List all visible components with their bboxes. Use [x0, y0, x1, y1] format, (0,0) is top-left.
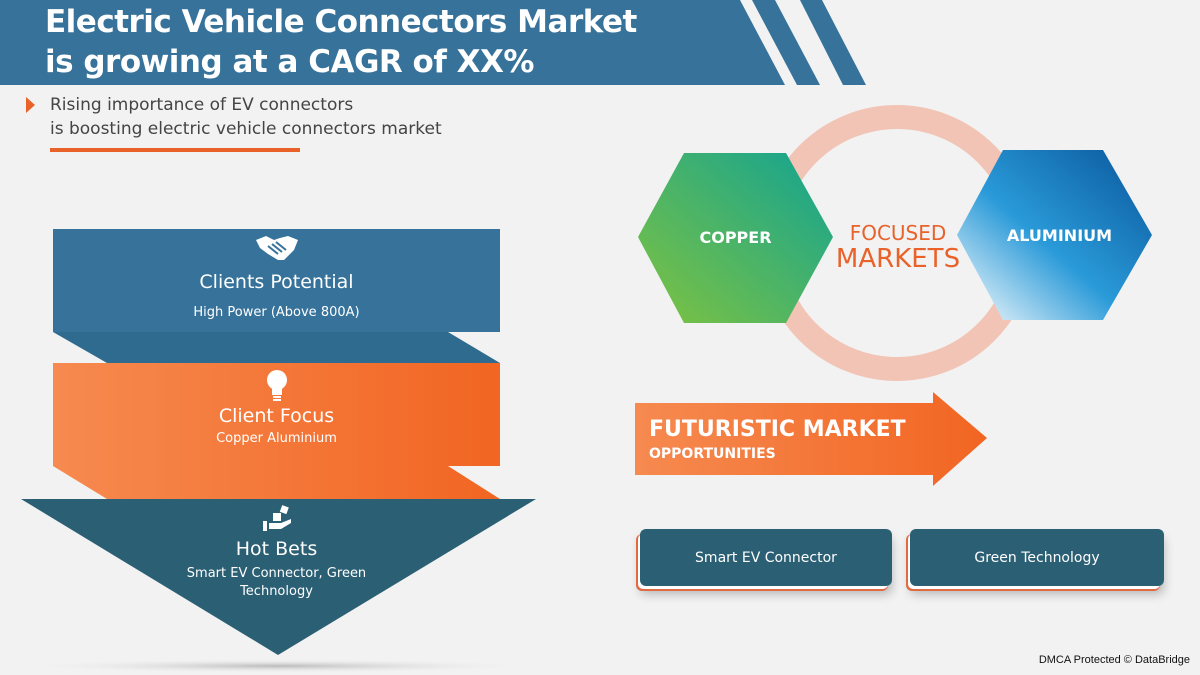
focused-markets-label: FOCUSED MARKETS	[835, 221, 961, 274]
header-stripe	[800, 0, 866, 85]
funnel-title: Hot Bets	[235, 538, 318, 560]
funnel-fold-2	[53, 466, 500, 499]
opportunities-arrow	[635, 392, 987, 486]
lightbulb-icon	[53, 369, 500, 407]
funnel-detail: Copper Aluminium	[216, 431, 337, 446]
opportunities-subtitle: OPPORTUNITIES	[649, 446, 776, 462]
bullet-triangle-icon	[26, 97, 35, 113]
copyright-credit: DMCA Protected © DataBridge	[1038, 654, 1190, 666]
funnel-title: Client Focus	[218, 405, 335, 427]
opportunity-card: Smart EV Connector	[640, 529, 892, 586]
funnel-level-3	[21, 499, 536, 655]
copper-hexagon	[638, 153, 833, 323]
copper-label: COPPER	[699, 228, 772, 247]
header-banner	[0, 0, 785, 85]
funnel-title: Clients Potential	[199, 271, 354, 293]
funnel-detail: High Power (Above 800A)	[193, 305, 360, 320]
handshake-icon	[53, 234, 500, 266]
subtitle-underline	[50, 148, 300, 152]
page-subtitle: Rising importance of EV connectors is bo…	[50, 95, 442, 139]
aluminium-hexagon	[957, 150, 1152, 320]
funnel-detail: Smart EV Connector, Green Technology	[186, 566, 367, 599]
funnel-shadow	[18, 659, 538, 673]
opportunity-card: Green Technology	[910, 529, 1164, 586]
page-title: Electric Vehicle Connectors Market is gr…	[45, 4, 637, 80]
funnel-fold-1	[53, 332, 500, 363]
opportunities-title: FUTURISTIC MARKET	[649, 417, 906, 442]
hand-dice-icon	[53, 505, 500, 537]
aluminium-label: ALUMINIUM	[1006, 226, 1113, 245]
header-stripe	[752, 0, 820, 85]
